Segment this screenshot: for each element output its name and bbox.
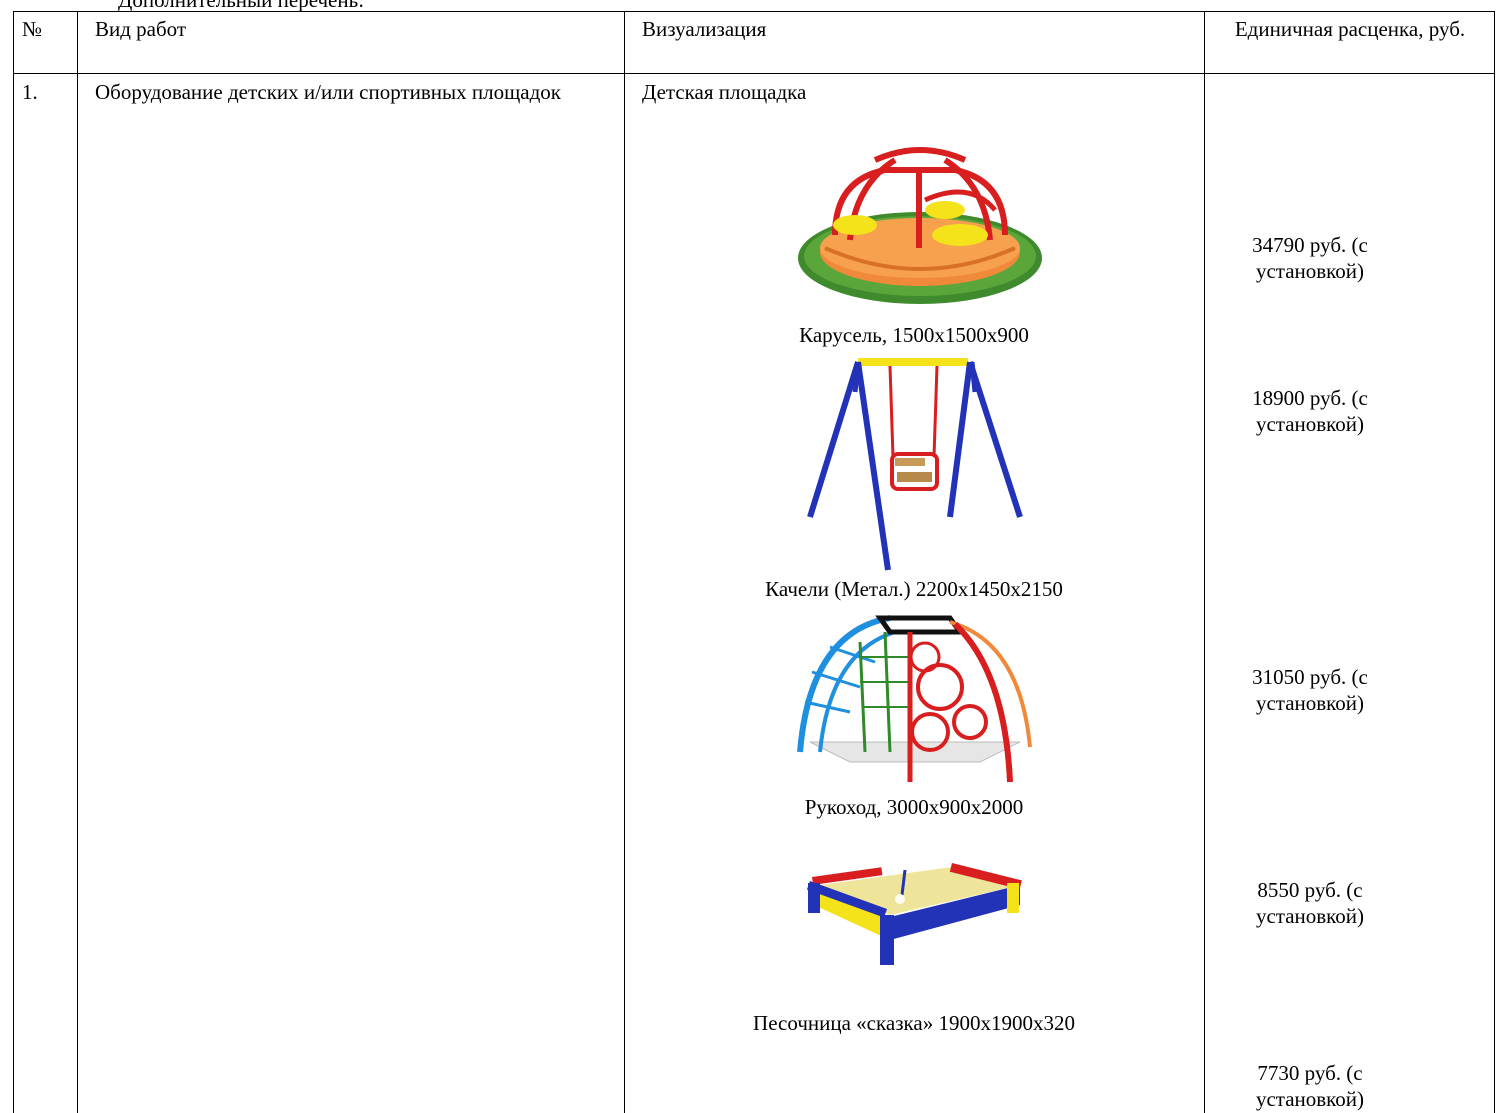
carousel-icon	[795, 140, 1045, 310]
price-note: установкой)	[1255, 259, 1365, 283]
item-caption: Качели (Метал.) 2200х1450х2150	[765, 577, 1063, 601]
price-value: 31050 руб. (с	[1252, 665, 1368, 689]
price-cell: 18900 руб. (с установкой)	[1204, 385, 1416, 437]
sandbox-icon	[802, 855, 1028, 973]
header-visualization: Визуализация	[642, 17, 767, 41]
item-caption: Рукоход, 3000х900х2000	[804, 795, 1024, 819]
climbing-dome-icon	[790, 612, 1040, 788]
row-work-type: Оборудование детских и/или спортивных пл…	[95, 80, 561, 104]
swing-icon	[800, 352, 1030, 572]
row-number: 1.	[22, 80, 38, 104]
price-cell: 8550 руб. (с установкой)	[1204, 877, 1416, 929]
price-cell: 34790 руб. (с установкой)	[1204, 232, 1416, 284]
section-title: Детская площадка	[642, 80, 807, 104]
price-cell: 7730 руб. (с установкой)	[1204, 1060, 1416, 1112]
header-number: №	[22, 17, 43, 41]
price-value: 8550 руб. (с	[1257, 878, 1363, 902]
item-caption: Карусель, 1500х1500х900	[799, 323, 1029, 347]
price-note: установкой)	[1255, 691, 1365, 715]
header-work-type: Вид работ	[95, 17, 187, 41]
price-cell: 31050 руб. (с установкой)	[1204, 664, 1416, 716]
price-value: 34790 руб. (с	[1252, 233, 1368, 257]
intro-text: Дополнительный перечень:	[118, 0, 365, 12]
price-note: установкой)	[1255, 904, 1365, 928]
price-note: установкой)	[1255, 412, 1365, 436]
price-value: 7730 руб. (с	[1257, 1061, 1363, 1085]
price-note: установкой)	[1255, 1087, 1365, 1111]
price-value: 18900 руб. (с	[1252, 386, 1368, 410]
header-unit-price: Единичная расценка, руб.	[1234, 17, 1466, 41]
item-caption: Песочница «сказка» 1900х1900х320	[753, 1011, 1075, 1035]
